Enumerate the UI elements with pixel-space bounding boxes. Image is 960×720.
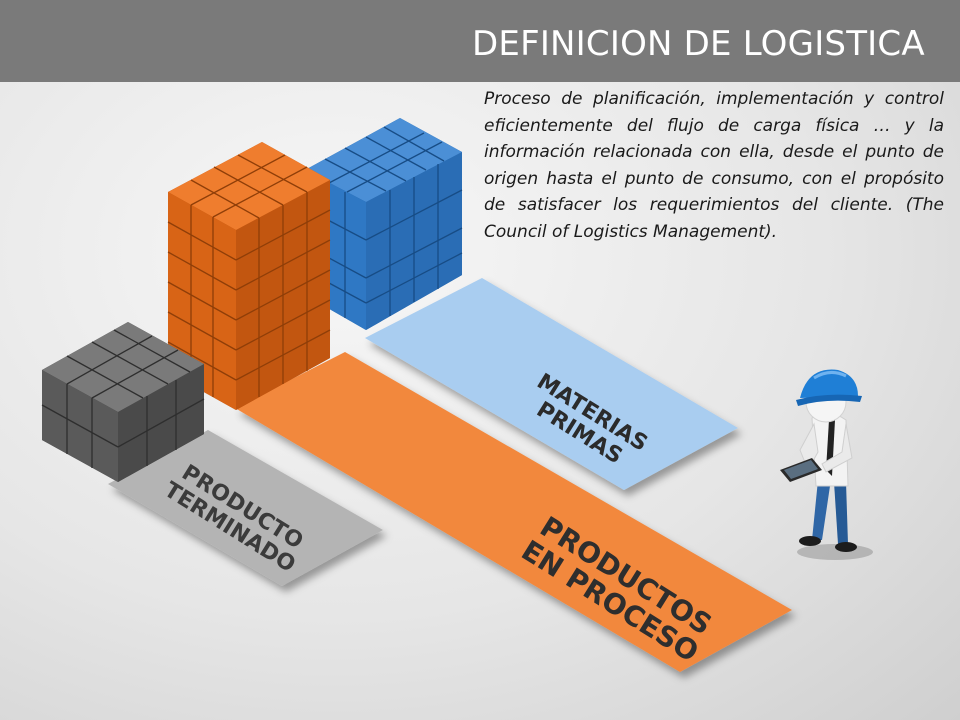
page-title: DEFINICION DE LOGISTICA: [472, 24, 925, 64]
title-bar: [0, 0, 960, 82]
definition-text: Proceso de planificación, implementación…: [484, 89, 944, 242]
strip-productos-en-proceso: [235, 352, 792, 672]
worker-with-helmet-and-tablet-icon: [780, 369, 873, 560]
strip-producto-terminado: [108, 430, 383, 586]
gray-cube-stack: [41, 322, 205, 482]
strip-materias-primas: [365, 278, 738, 490]
